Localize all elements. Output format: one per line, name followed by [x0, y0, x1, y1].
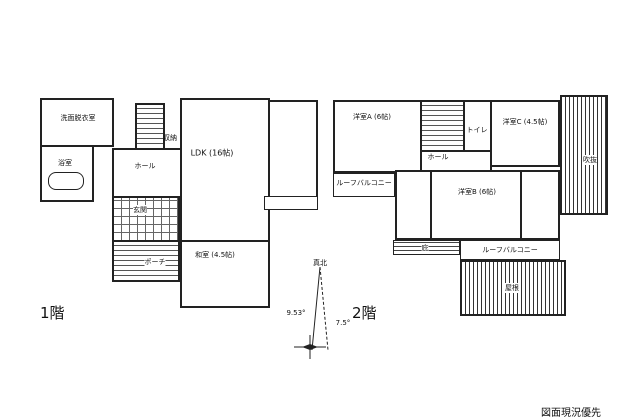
toilet [463, 100, 492, 152]
floor1-label: 1階 [40, 304, 65, 322]
roof-label: 屋根 [505, 283, 519, 293]
staircase [135, 103, 165, 150]
room-a [333, 100, 422, 173]
kitchen [268, 100, 318, 200]
floor2-label: 2階 [352, 304, 377, 322]
washroom-label: 洗面脱衣室 [60, 114, 96, 122]
room-c [490, 100, 560, 167]
storage-label: 収納 [163, 134, 177, 142]
bath-label: 浴室 [58, 159, 72, 167]
japanese-room [180, 240, 270, 308]
japanese-room-label: 和室 (4.5帖) [195, 251, 235, 259]
hall-1f-label: ホール [134, 162, 156, 170]
ldk-label: LDK (16帖) [190, 148, 234, 158]
kitchen-counter [264, 196, 318, 210]
roof-balcony-bottom [460, 240, 560, 260]
entrance [112, 196, 180, 242]
room-b [430, 170, 522, 240]
compass-arrow-icon [294, 266, 329, 359]
porch-label: ポーチ [144, 257, 166, 267]
room-c-label: 洋室C (4.5帖) [502, 118, 548, 126]
eaves-label: 庇 [421, 243, 429, 253]
entrance-label: 玄関 [133, 205, 147, 215]
angle-right-label: 7.5° [335, 319, 351, 327]
staircase-2f [420, 100, 465, 152]
hall-1f [112, 148, 182, 198]
hall-2f-label: ホール [427, 153, 449, 161]
roof-balcony-left-label: ルーフバルコニー [336, 179, 392, 187]
roof-balcony-bottom-label: ルーフバルコニー [482, 246, 538, 254]
room-b-label: 洋室B (6帖) [458, 188, 496, 196]
ldk [180, 98, 270, 242]
angle-left-label: 9.53° [286, 309, 306, 317]
toilet-label: トイレ [466, 126, 488, 134]
bathtub-icon [48, 172, 84, 190]
void-label: 吹抜 [583, 155, 597, 165]
walk-in-closet [395, 170, 432, 240]
washroom [40, 98, 114, 147]
roof-balcony-left [333, 173, 395, 197]
north-label: 真北 [313, 259, 327, 267]
closets-right [520, 170, 560, 240]
footer-note: 図面現況優先 [541, 408, 601, 419]
room-a-label: 洋室A (6帖) [353, 113, 391, 121]
